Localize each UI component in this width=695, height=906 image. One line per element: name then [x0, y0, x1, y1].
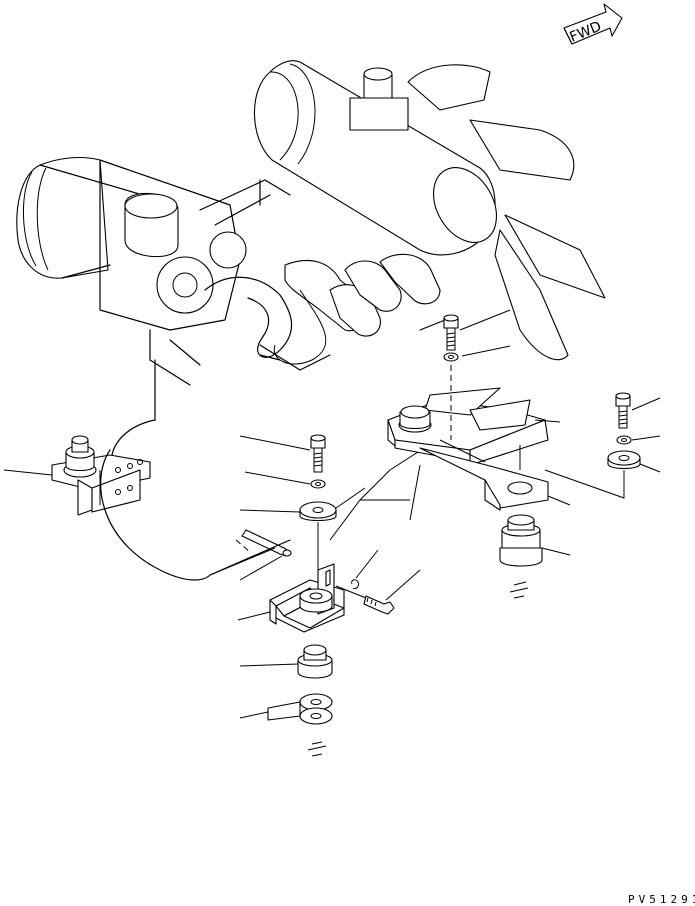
engine-assembly — [16, 60, 606, 421]
leader-pin — [239, 555, 283, 581]
pin — [241, 529, 292, 557]
leader-bolt-side — [385, 569, 421, 601]
front-mount-bracket — [387, 387, 549, 511]
leader-center-cushion — [239, 663, 299, 667]
leader-left-mount — [3, 469, 53, 476]
fwd-arrow-icon: FWD — [563, 3, 623, 46]
right-cushion — [499, 514, 543, 567]
bolt-side — [335, 585, 395, 615]
center-mount-bracket — [269, 563, 345, 633]
bolt-center — [310, 434, 326, 489]
leader-right-cushion — [541, 547, 571, 556]
leader-bracket-lower — [547, 495, 571, 506]
leader-bolt-top — [459, 309, 511, 331]
leader-bracket — [534, 419, 561, 423]
leader-bolt-right — [631, 397, 661, 411]
center-cushion — [297, 644, 333, 679]
leader-washer-top — [461, 345, 511, 357]
clip-small — [351, 549, 379, 589]
leader-center-cap — [239, 509, 301, 513]
drawing-code: PV51291 — [628, 893, 695, 906]
leader-bolt-center — [239, 435, 311, 451]
center-washer-set — [267, 693, 333, 725]
center-cap — [299, 501, 337, 522]
leader-center-washer — [239, 711, 269, 719]
bolt-top-center — [443, 314, 459, 362]
leader-washer-right — [631, 435, 661, 441]
leader-cap-right — [639, 463, 661, 473]
leader-center-bracket — [237, 611, 271, 621]
leader-washer-center — [244, 471, 311, 485]
fwd-label: FWD — [568, 19, 604, 46]
bolt-right — [607, 392, 641, 470]
